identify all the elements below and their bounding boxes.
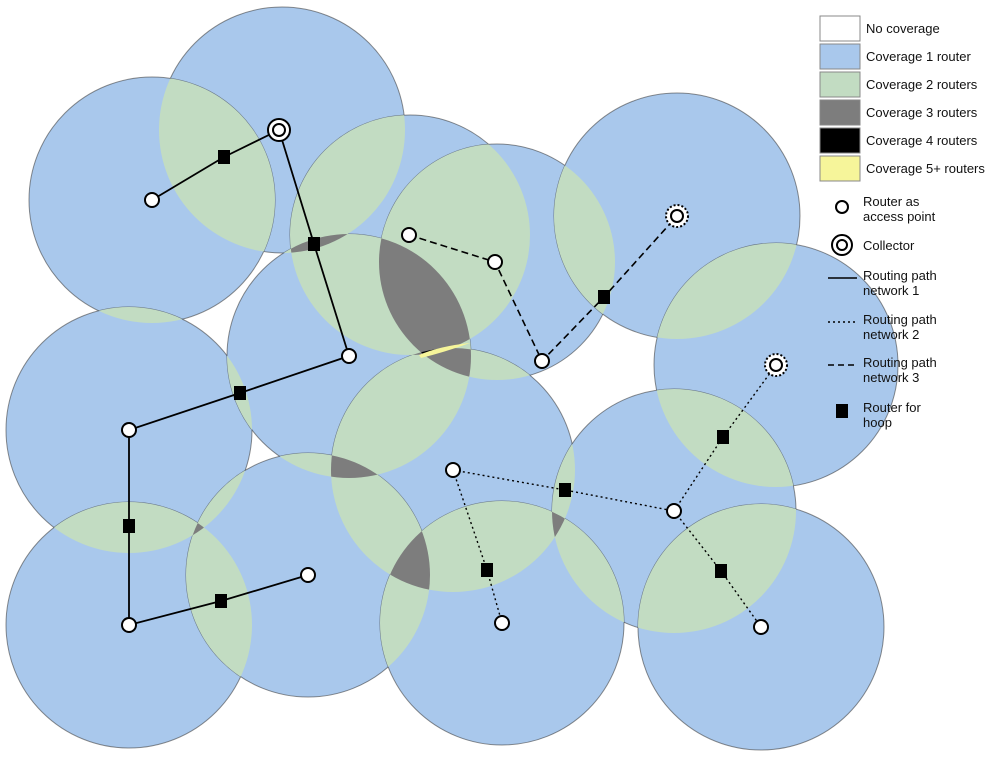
hoop-router-node bbox=[481, 563, 493, 577]
legend-access-point-label-2: access point bbox=[863, 209, 936, 224]
hoop-router-node bbox=[308, 237, 320, 251]
legend-swatch-none bbox=[819, 15, 861, 42]
legend-path3-label-1: Routing path bbox=[863, 355, 937, 370]
router-nodes bbox=[121, 118, 788, 635]
coverage-overlap-3-group bbox=[379, 234, 471, 355]
legend-label-c5: Coverage 5+ routers bbox=[866, 161, 985, 176]
legend-collector-icon-inner bbox=[836, 239, 848, 251]
legend-path1-label-2: network 1 bbox=[863, 283, 919, 298]
coverage-overlap-2 bbox=[290, 115, 405, 253]
legend-label-none: No coverage bbox=[866, 21, 940, 36]
legend-swatch-c3 bbox=[819, 99, 861, 126]
collector-node-inner bbox=[670, 209, 684, 223]
legend-swatch-c2 bbox=[819, 71, 861, 98]
hoop-router-node bbox=[717, 430, 729, 444]
hoop-router-node bbox=[234, 386, 246, 400]
access-point-node bbox=[445, 462, 461, 478]
legend-path3-label-2: network 3 bbox=[863, 370, 919, 385]
legend-swatch-c5 bbox=[819, 155, 861, 182]
access-point-node bbox=[666, 503, 682, 519]
access-point-node bbox=[121, 422, 137, 438]
coverage-overlap-2 bbox=[654, 389, 796, 487]
access-point-node bbox=[753, 619, 769, 635]
legend: No coverage Coverage 1 router Coverage 2… bbox=[819, 15, 985, 430]
hoop-router-node bbox=[598, 290, 610, 304]
access-point-node bbox=[341, 348, 357, 364]
hoop-router-node bbox=[715, 564, 727, 578]
hoop-router-node bbox=[559, 483, 571, 497]
legend-access-point-label-1: Router as bbox=[863, 194, 920, 209]
hoop-router-node bbox=[218, 150, 230, 164]
hoop-router-node bbox=[123, 519, 135, 533]
legend-swatch-c1 bbox=[819, 43, 861, 70]
legend-path2-label-2: network 2 bbox=[863, 327, 919, 342]
coverage-overlap-2 bbox=[159, 77, 275, 253]
access-point-node bbox=[300, 567, 316, 583]
legend-path2-label-1: Routing path bbox=[863, 312, 937, 327]
legend-hoop-icon bbox=[836, 404, 848, 418]
access-point-node bbox=[494, 615, 510, 631]
legend-hoop-label-1: Router for bbox=[863, 400, 921, 415]
coverage-overlap-2 bbox=[331, 453, 430, 592]
legend-label-c2: Coverage 2 routers bbox=[866, 77, 978, 92]
access-point-node bbox=[144, 192, 160, 208]
legend-collector-label: Collector bbox=[863, 238, 915, 253]
access-point-node bbox=[534, 353, 550, 369]
legend-swatch-c4 bbox=[819, 127, 861, 154]
access-point-node bbox=[487, 254, 503, 270]
hoop-router-node bbox=[215, 594, 227, 608]
access-point-node bbox=[121, 617, 137, 633]
coverage-overlap-5plus bbox=[419, 343, 470, 358]
collector-node-inner bbox=[769, 358, 783, 372]
coverage-overlap-3 bbox=[379, 234, 471, 355]
legend-label-c3: Coverage 3 routers bbox=[866, 105, 978, 120]
collector-node-inner bbox=[272, 123, 286, 137]
legend-hoop-label-2: hoop bbox=[863, 415, 892, 430]
legend-access-point-icon bbox=[835, 200, 849, 214]
legend-path1-label-1: Routing path bbox=[863, 268, 937, 283]
coverage-overlap-2 bbox=[654, 243, 800, 339]
legend-label-c1: Coverage 1 router bbox=[866, 49, 971, 64]
access-point-node bbox=[401, 227, 417, 243]
legend-label-c4: Coverage 4 routers bbox=[866, 133, 978, 148]
routing-path-network-2-b bbox=[452, 364, 777, 512]
